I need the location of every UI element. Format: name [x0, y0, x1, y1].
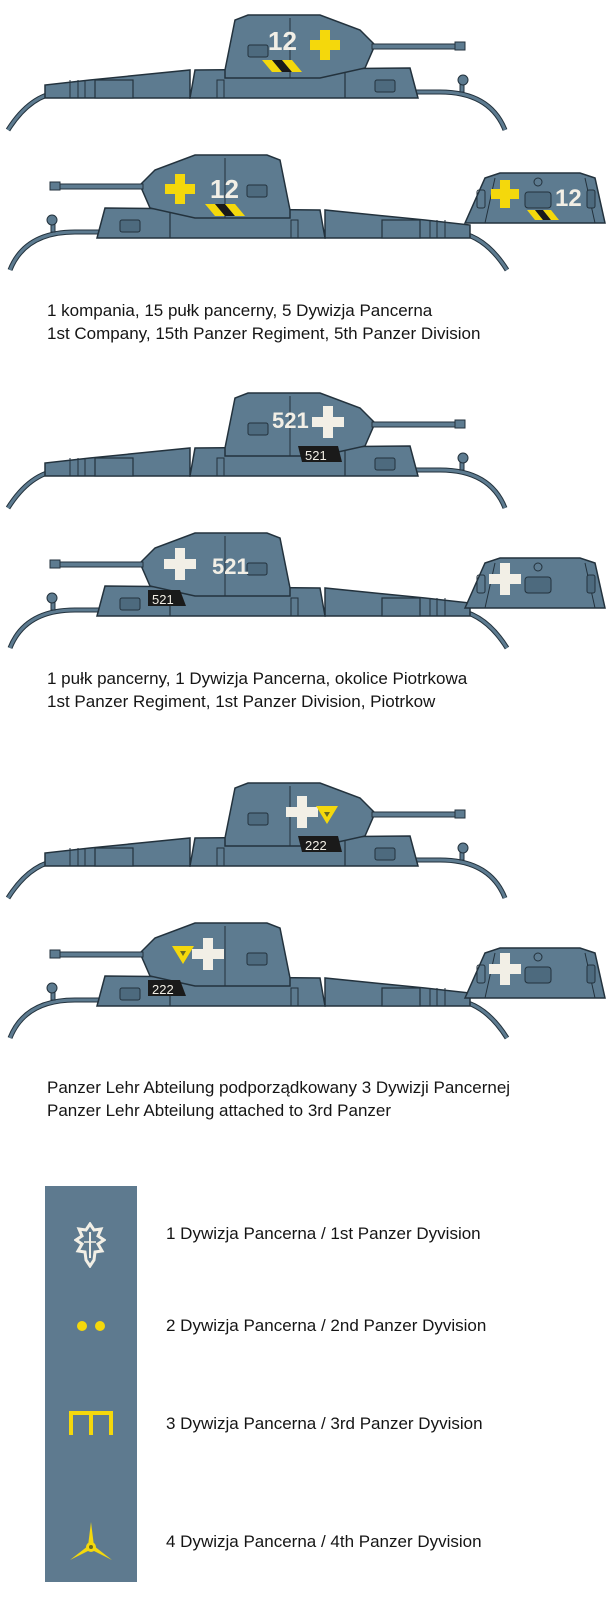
scheme-1-tank-left-side: 12 [0, 0, 520, 140]
e-rune-icon [68, 1410, 114, 1441]
scheme-2-caption-pl: 1 pułk pancerny, 1 Dywizja Pancerna, oko… [47, 669, 468, 688]
two-dots-icon [74, 1318, 108, 1339]
svg-text:521: 521 [272, 408, 309, 433]
svg-text:521: 521 [305, 448, 327, 463]
svg-text:222: 222 [305, 838, 327, 853]
scheme-2-tank-left-side: 521 521 [0, 378, 520, 518]
scheme-2-caption-en: 1st Panzer Regiment, 1st Panzer Division… [47, 692, 436, 711]
scheme-1-tank-right-side: 12 [0, 140, 520, 290]
scheme-1-caption-pl: 1 kompania, 15 pułk pancerny, 5 Dywizja … [47, 301, 433, 320]
svg-text:521: 521 [152, 592, 174, 607]
svg-text:12: 12 [268, 26, 297, 56]
svg-text:222: 222 [152, 982, 174, 997]
svg-text:521: 521 [212, 554, 249, 579]
legend-label-3: 3 Dywizja Pancerna / 3rd Panzer Dyvision [166, 1414, 483, 1433]
scheme-3-caption-pl: Panzer Lehr Abteilung podporządkowany 3 … [47, 1078, 511, 1097]
scheme-2-tank-right-side: 521 521 [0, 518, 520, 668]
legend-label-2: 2 Dywizja Pancerna / 2nd Panzer Dyvision [166, 1316, 487, 1335]
scheme-3-tank-left-side: 222 [0, 768, 520, 908]
scheme-3-tank-right-side: 222 [0, 908, 520, 1058]
scheme-3-tank-front [455, 933, 615, 1013]
scheme-1-tank-front: 12 [455, 158, 615, 238]
svg-text:12: 12 [555, 185, 582, 212]
scheme-2-tank-front [455, 543, 615, 623]
legend-label-4: 4 Dywizja Pancerna / 4th Panzer Dyvision [166, 1532, 482, 1551]
scheme-3-caption-en: Panzer Lehr Abteilung attached to 3rd Pa… [47, 1101, 392, 1120]
legend-label-1: 1 Dywizja Pancerna / 1st Panzer Dyvision [166, 1224, 481, 1243]
oak-leaf-icon [73, 1221, 107, 1273]
tripod-icon [68, 1522, 114, 1567]
svg-text:12: 12 [210, 174, 239, 204]
scheme-1-caption-en: 1st Company, 15th Panzer Regiment, 5th P… [47, 324, 481, 343]
